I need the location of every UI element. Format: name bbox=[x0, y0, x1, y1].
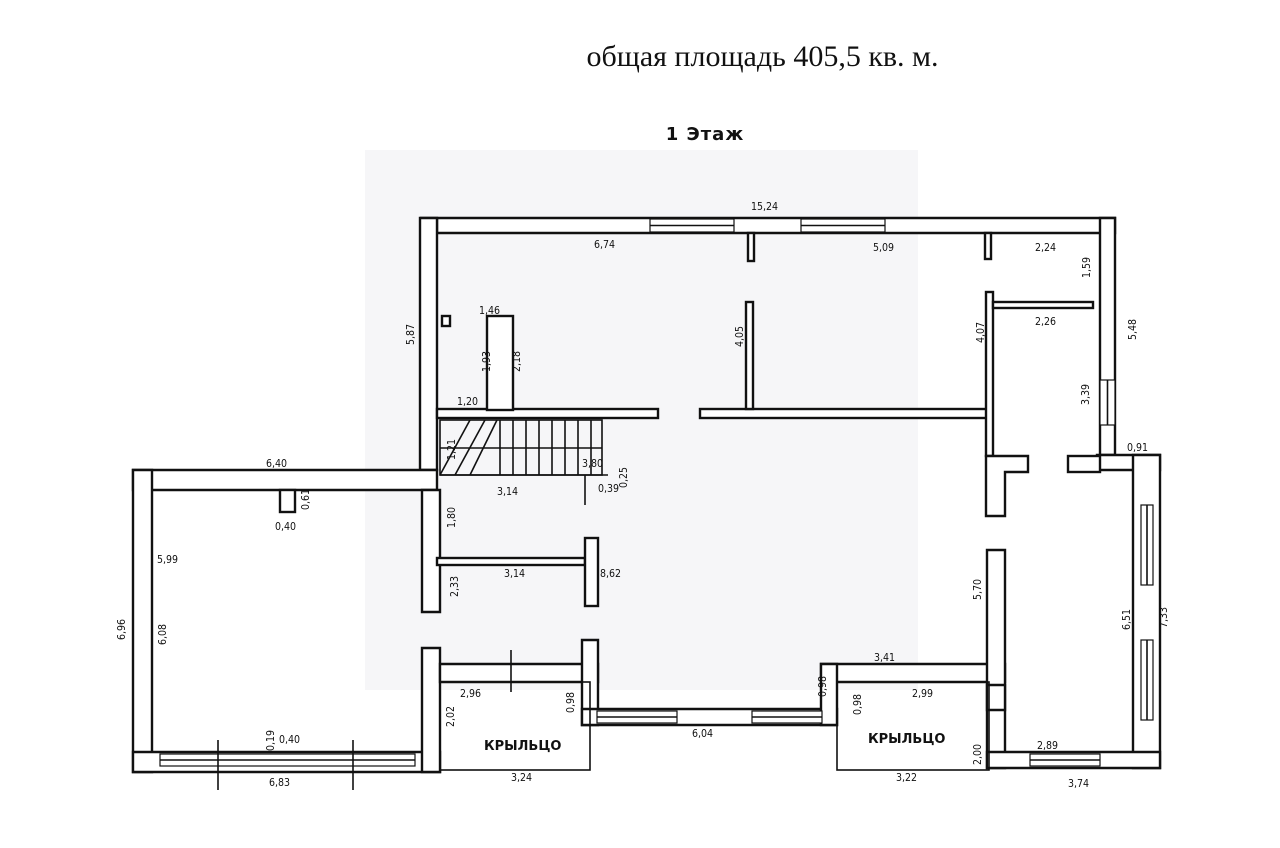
dim-5-70: 5,70 bbox=[972, 579, 984, 600]
windows bbox=[159, 218, 1154, 790]
garage-west-wall bbox=[131, 468, 154, 774]
dim-6-74: 6,74 bbox=[594, 239, 615, 251]
dim-5-09: 5,09 bbox=[873, 242, 894, 254]
dim-0-39: 0,39 bbox=[598, 483, 619, 495]
dim-2-24: 2,24 bbox=[1035, 242, 1056, 254]
dim-6-51: 6,51 bbox=[1121, 609, 1133, 630]
north-wall bbox=[420, 216, 1117, 235]
dim-3-41: 3,41 bbox=[874, 652, 895, 664]
porch1-north-wall bbox=[438, 662, 600, 684]
dim-2-89: 2,89 bbox=[1037, 740, 1058, 752]
storage-wall bbox=[435, 556, 587, 567]
dim-1-46: 1,46 bbox=[479, 305, 500, 317]
dim-0-98-b: 0,98 bbox=[565, 692, 577, 713]
dim-6-83: 6,83 bbox=[269, 777, 290, 789]
dim-1-93: 1,93 bbox=[481, 351, 493, 372]
dim-5-87: 5,87 bbox=[405, 324, 417, 345]
dim-2-33: 2,33 bbox=[449, 576, 461, 597]
porch-right-label: КРЫЛЬЦО bbox=[868, 732, 945, 747]
dim-3-39: 3,39 bbox=[1080, 384, 1092, 405]
garage-pillar bbox=[278, 488, 297, 514]
dim-0-98-a: 0,98 bbox=[817, 676, 829, 697]
east-jamb bbox=[1066, 454, 1102, 474]
garage-east-wall bbox=[420, 646, 442, 774]
dim-5-99: 5,99 bbox=[157, 554, 178, 566]
dim-15-24: 15,24 bbox=[751, 201, 778, 213]
dim-3-80: 3,80 bbox=[582, 458, 603, 470]
north-stub-2 bbox=[983, 231, 993, 261]
porch-right bbox=[836, 681, 990, 771]
dim-1-80: 1,80 bbox=[446, 507, 458, 528]
mid-west-wall bbox=[420, 488, 442, 614]
dim-0-98-c: 0,98 bbox=[852, 694, 864, 715]
hall-wall bbox=[698, 407, 992, 420]
dim-2-00: 2,00 bbox=[972, 744, 984, 765]
interior-walls bbox=[278, 231, 1102, 608]
dim-6-96: 6,96 bbox=[116, 619, 128, 640]
dim-0-61: 0,61 bbox=[300, 489, 312, 510]
dim-7-33: 7,33 bbox=[1158, 607, 1170, 628]
dim-2-18: 2,18 bbox=[511, 351, 523, 372]
dim-3-24: 3,24 bbox=[511, 772, 532, 784]
dim-2-99: 2,99 bbox=[912, 688, 933, 700]
dim-2-02: 2,02 bbox=[445, 706, 457, 727]
stair-top-wall bbox=[435, 407, 660, 420]
east-partition bbox=[984, 290, 995, 458]
dim-1-21: 1,21 bbox=[446, 439, 458, 460]
dim-8-62: 8,62 bbox=[600, 568, 621, 580]
dim-2-26: 2,26 bbox=[1035, 316, 1056, 328]
porches: КРЫЛЬЦО КРЫЛЬЦО bbox=[439, 681, 990, 771]
porch-left-label: КРЫЛЬЦО bbox=[484, 739, 561, 754]
dim-6-08: 6,08 bbox=[157, 624, 169, 645]
dim-3-14-bottom: 3,14 bbox=[504, 568, 525, 580]
dim-4-07: 4,07 bbox=[975, 322, 987, 343]
dim-0-40-gate: 0,40 bbox=[279, 734, 300, 746]
porch2-north-wall bbox=[819, 662, 1007, 684]
dimension-labels: 15,24 6,74 5,09 2,24 1,59 5,48 2,26 4,07… bbox=[116, 201, 1170, 790]
garage-north-wall bbox=[131, 468, 439, 492]
dim-3-22: 3,22 bbox=[896, 772, 917, 784]
dim-6-04: 6,04 bbox=[692, 728, 713, 740]
closet-wall bbox=[991, 300, 1095, 310]
dim-3-14-top: 3,14 bbox=[497, 486, 518, 498]
dim-0-25: 0,25 bbox=[618, 467, 630, 488]
dim-0-19: 0,19 bbox=[265, 730, 277, 751]
dim-1-59: 1,59 bbox=[1081, 257, 1093, 278]
total-area-title: общая площадь 405,5 кв. м. bbox=[586, 40, 939, 73]
east-lower-wall bbox=[1131, 453, 1162, 770]
north-stub-1 bbox=[746, 231, 756, 263]
storage-door-wall bbox=[583, 536, 600, 608]
stair-niche bbox=[485, 314, 515, 412]
center-partition bbox=[744, 300, 755, 411]
floor-title: 1 Этаж bbox=[665, 124, 745, 145]
east-column bbox=[984, 454, 1030, 518]
dim-4-05: 4,05 bbox=[734, 326, 746, 347]
west-upper-wall bbox=[418, 216, 439, 472]
dim-2-96: 2,96 bbox=[460, 688, 481, 700]
dim-6-40: 6,40 bbox=[266, 458, 287, 470]
porch-left bbox=[439, 681, 591, 771]
dim-0-40-garage: 0,40 bbox=[275, 521, 296, 533]
porch2-step bbox=[985, 683, 1007, 712]
wall-stub bbox=[440, 314, 452, 328]
dim-1-20: 1,20 bbox=[457, 396, 478, 408]
dim-5-48: 5,48 bbox=[1127, 319, 1139, 340]
dim-0-91: 0,91 bbox=[1127, 442, 1148, 454]
dim-3-74: 3,74 bbox=[1068, 778, 1089, 790]
staircase bbox=[439, 419, 608, 505]
